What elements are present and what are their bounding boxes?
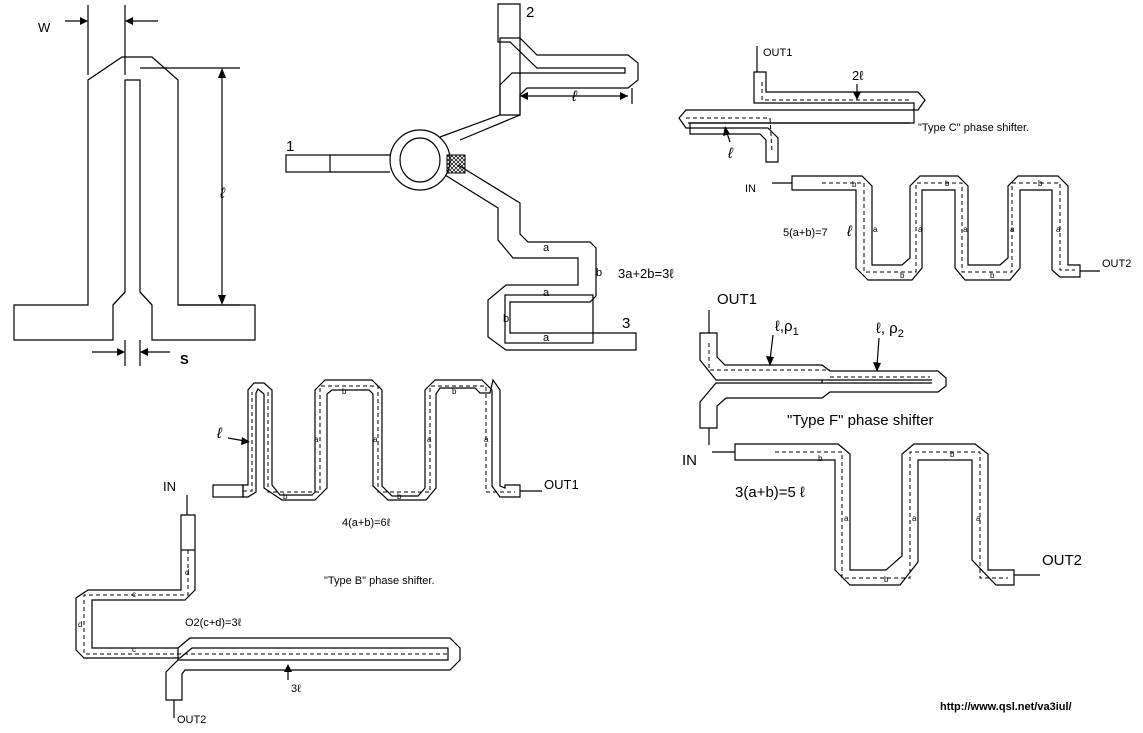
tb-a3: a [427, 435, 432, 444]
seg-b-2: b [503, 313, 509, 325]
type-c-equation: 5(a+b)=7 [783, 227, 828, 239]
type-c-caption: "Type C" phase shifter. [918, 122, 1029, 134]
type-f-l-rho2: ℓ, ρ2 [876, 320, 904, 340]
tf-a2: a [912, 514, 917, 523]
tf-b3: b [950, 450, 955, 459]
type-b-l-label: ℓ [216, 425, 223, 442]
tb-a1: a [314, 435, 319, 444]
tb-b1: b [283, 492, 288, 501]
type-c-out2-label: OUT2 [1102, 258, 1131, 270]
type-c-in-label: IN [745, 183, 756, 195]
type-f-in-label: IN [682, 452, 697, 469]
coupled-line-figure: W ℓ S [13, 5, 256, 367]
tf-a1: a [844, 514, 849, 523]
coupled-line-outline [13, 56, 256, 341]
type-b-out2-label: OUT2 [177, 714, 206, 726]
type-f-coupler [699, 332, 947, 429]
type-f-l-rho1: ℓ,ρ1 [775, 318, 799, 338]
type-c-eq-l: ℓ [846, 223, 853, 240]
seg-a-3: a [543, 332, 550, 344]
type-c-meander [791, 175, 1081, 281]
tb-d1: d [185, 568, 189, 577]
type-b-equation-2: O2(c+d)=3ℓ [185, 617, 242, 629]
port2-length-label: ℓ [571, 88, 578, 105]
type-f-meander [734, 443, 1015, 586]
tf-b2: b [884, 575, 889, 584]
type-f-equation: 3(a+b)=5 ℓ [735, 484, 805, 501]
tb-c2: c [132, 645, 136, 654]
tb-b4: b [452, 387, 457, 396]
type-b-lower-line [75, 514, 461, 701]
type-b-caption: "Type B" phase shifter. [324, 575, 435, 587]
tc-a2: a [918, 225, 923, 234]
port3-label: 3 [622, 315, 630, 332]
tc-a3: a [963, 225, 968, 234]
type-f-caption: "Type F" phase shifter [787, 412, 934, 429]
type-b-3l-label: 3ℓ [291, 683, 301, 695]
type-b-meander [242, 378, 521, 501]
tc-b5: b [1038, 179, 1043, 188]
type-c-l-label: ℓ [727, 145, 734, 162]
w-label: W [38, 20, 51, 35]
fig2-equation: 3a+2b=3ℓ [618, 266, 674, 281]
type-c-upper-line [678, 71, 926, 163]
tb-b3: b [397, 492, 402, 501]
port2-label: 2 [526, 4, 534, 21]
type-c-figure: OUT1 2ℓ "Type C" phase shifter. ℓ IN OUT… [678, 46, 1131, 281]
tc-b4: b [990, 271, 995, 280]
tc-a1: a [873, 225, 878, 234]
port2-meander [497, 3, 639, 116]
s-label: S [180, 352, 189, 367]
tc-b1: b [852, 180, 857, 189]
type-f-out1-label: OUT1 [717, 291, 757, 308]
seg-a-2: a [543, 287, 550, 299]
type-b-in-label: IN [163, 479, 176, 494]
tb-d2: d [78, 620, 82, 629]
port1-line [285, 154, 331, 173]
tb-b2: b [342, 387, 347, 396]
seg-b-1: b [596, 267, 602, 279]
type-f-out2-label: OUT2 [1042, 552, 1082, 569]
port1-label: 1 [286, 138, 294, 155]
tc-a4: a [1010, 225, 1015, 234]
tb-a4: a [484, 435, 489, 444]
type-b-out1-label: OUT1 [544, 477, 579, 492]
power-divider-figure: 2 ℓ a b a b a 1 3 3a+2b=3ℓ [285, 3, 674, 351]
length-label: ℓ [219, 185, 226, 202]
tf-a3: a [976, 514, 981, 523]
port3-meander [444, 164, 637, 351]
tf-b1: b [818, 454, 823, 463]
type-b-figure: ℓ IN OUT1 b a b a b a b a 4(a+b)=6ℓ "Typ… [75, 378, 579, 726]
tc-b2: b [900, 271, 905, 280]
type-b-equation-1: 4(a+b)=6ℓ [342, 517, 391, 529]
type-c-2l-label: 2ℓ [852, 68, 864, 83]
isolation-resistor [446, 154, 466, 174]
seg-a-1: a [543, 242, 550, 254]
tb-c1: c [132, 590, 136, 599]
type-c-out1-label: OUT1 [763, 47, 792, 59]
type-f-figure: OUT1 ℓ,ρ1 ℓ, ρ2 "Type F" phase shifter I… [682, 291, 1082, 586]
tc-a5: a [1056, 225, 1061, 234]
tc-b3: b [945, 179, 950, 188]
source-url: http://www.qsl.net/va3iul/ [940, 701, 1072, 713]
tb-a2: a [373, 435, 378, 444]
